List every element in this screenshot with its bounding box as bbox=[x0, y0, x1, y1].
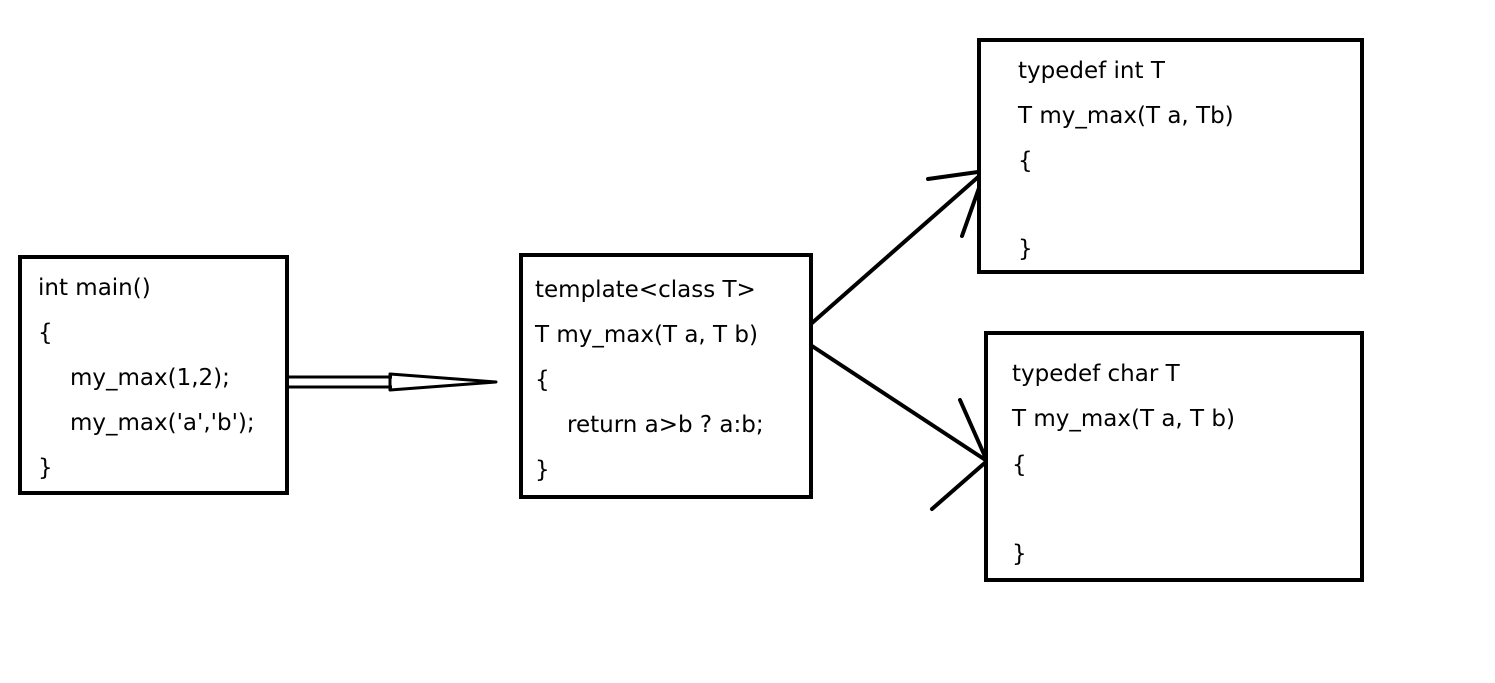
template-to-int-arrow bbox=[810, 169, 987, 325]
char-line-1: typedef char T bbox=[1012, 361, 1180, 387]
arrow-head bbox=[388, 372, 498, 392]
int-line-2: T my_max(T a, Tb) bbox=[1018, 103, 1234, 129]
main-function-box: int main() { my_max(1,2); my_max('a','b'… bbox=[18, 255, 289, 495]
template-line-1: template<class T> bbox=[535, 277, 756, 303]
template-line-5: } bbox=[535, 457, 550, 483]
char-line-2: T my_max(T a, T b) bbox=[1012, 406, 1235, 432]
char-line-4: } bbox=[1012, 541, 1027, 567]
char-instantiation-box: typedef char T T my_max(T a, T b) { } bbox=[984, 331, 1364, 582]
template-line-3: { bbox=[535, 367, 550, 393]
char-line-3: { bbox=[1012, 452, 1027, 478]
main-line-1: int main() bbox=[38, 275, 151, 301]
int-line-3: { bbox=[1018, 148, 1033, 174]
template-line-2: T my_max(T a, T b) bbox=[535, 322, 758, 348]
main-line-3: my_max(1,2); bbox=[70, 365, 230, 391]
main-to-template-arrow bbox=[288, 372, 498, 392]
int-instantiation-box: typedef int T T my_max(T a, Tb) { } bbox=[977, 38, 1364, 274]
template-line-4: return a>b ? a:b; bbox=[567, 412, 764, 438]
int-line-1: typedef int T bbox=[1018, 58, 1165, 84]
main-line-5: } bbox=[38, 455, 53, 481]
int-line-4: } bbox=[1018, 236, 1033, 262]
main-line-2: { bbox=[38, 320, 53, 346]
template-to-char-arrow bbox=[810, 344, 989, 511]
template-function-box: template<class T> T my_max(T a, T b) { r… bbox=[519, 253, 813, 499]
main-line-4: my_max('a','b'); bbox=[70, 410, 255, 436]
